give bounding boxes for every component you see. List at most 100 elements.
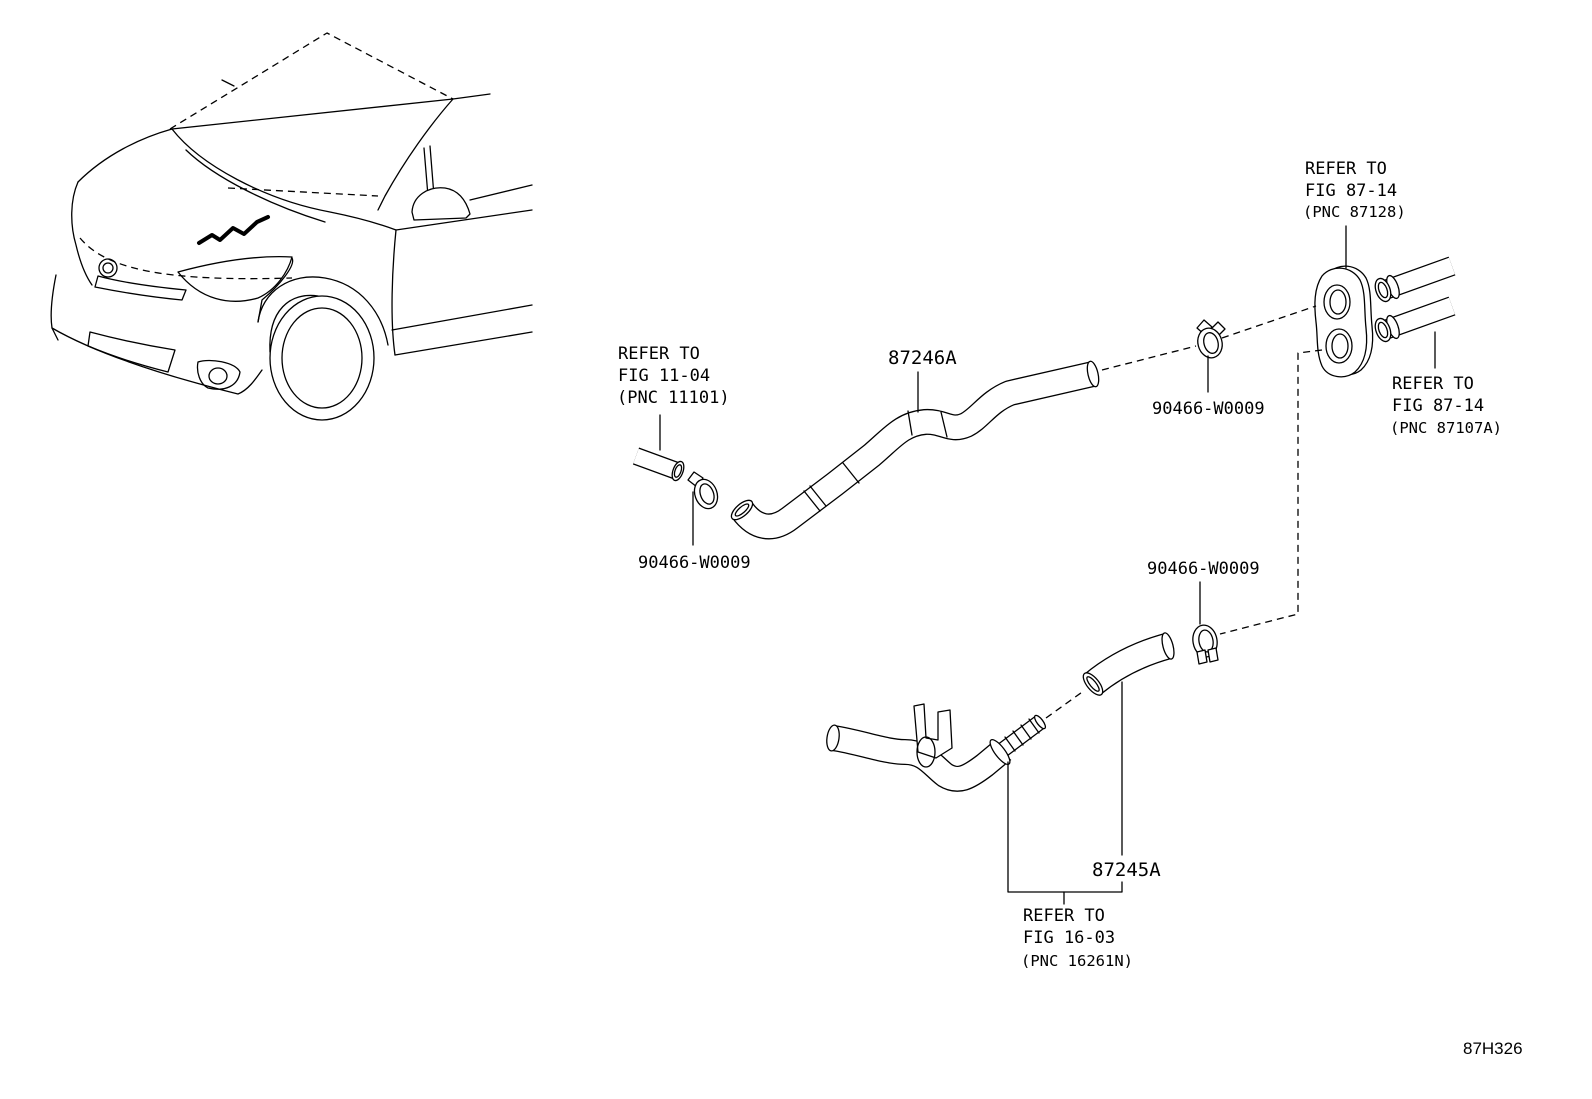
grommet-lower-bore <box>1331 333 1349 359</box>
quick-connector-collar <box>989 738 1011 766</box>
callout-valve-ref: REFER TO FIG 16-03 (PNC 16261N) <box>1021 906 1133 970</box>
bracket-clip-ring <box>916 736 936 768</box>
heater-pipe-lower-bore <box>1377 321 1389 339</box>
hose-band <box>809 485 827 507</box>
clamp-top-bore <box>1203 332 1219 354</box>
antenna-mark <box>221 79 235 87</box>
hose-87246a <box>730 360 1100 540</box>
emblem-inner <box>102 262 114 274</box>
body-crease-line <box>395 209 533 231</box>
assembly-line <box>1221 305 1317 339</box>
clamp-lower <box>1192 624 1219 665</box>
water-valve-hose-assembly <box>826 703 1047 792</box>
grommet-ref-line2: FIG 87-14 <box>1305 181 1397 201</box>
hose-band <box>907 410 913 436</box>
wheel-arch <box>257 276 389 346</box>
hose-87246a-body <box>732 362 1096 539</box>
beltline <box>469 184 533 201</box>
engine-ref-line3: (PNC 11101) <box>617 388 730 408</box>
hose-87245a-body <box>1085 634 1172 694</box>
lower-intake <box>87 331 176 373</box>
a-pillar-line <box>377 98 454 211</box>
part-number-clamp-top: 90466-W0009 <box>1152 399 1265 419</box>
grommet-ref-line1: REFER TO <box>1305 159 1387 179</box>
part-number-hose-upper: 87246A <box>888 347 957 369</box>
pipe-ref-line2: FIG 87-14 <box>1392 396 1484 416</box>
connector-ring <box>1020 724 1032 740</box>
clamp-lower-tab <box>1207 647 1219 663</box>
heater-pipe-upper-bore <box>1377 281 1389 299</box>
engine-ref-line2: FIG 11-04 <box>618 366 710 386</box>
hose-87245a-left-bore <box>1086 676 1100 692</box>
heater-hose-location-icon <box>197 215 270 245</box>
hose-87246a-left-bore <box>734 503 750 517</box>
pillar-trim-line <box>429 145 435 197</box>
callout-pipe-ref: REFER TO FIG 87-14 (PNC 87107A) <box>1390 374 1502 437</box>
grommet-ref-line3: (PNC 87128) <box>1303 203 1406 221</box>
connector-ring <box>1004 736 1016 752</box>
vehicle-locator-illustration <box>50 32 533 421</box>
headlight <box>177 256 293 302</box>
part-number-hose-lower: 87245A <box>1092 859 1161 881</box>
hose-band <box>842 462 860 484</box>
assembly-line <box>1045 689 1086 719</box>
emblem <box>98 258 118 278</box>
heater-unit-pipes <box>1374 256 1456 343</box>
hose-band <box>940 411 948 438</box>
engine-pipe-bore <box>673 464 683 478</box>
clamp-left <box>687 471 719 510</box>
wheel-rim <box>281 307 363 409</box>
quick-connector-end <box>1033 714 1047 730</box>
roof-hidden-line <box>169 32 454 130</box>
hose-87245a-right-end <box>1161 632 1175 660</box>
callout-engine-ref: REFER TO FIG 11-04 (PNC 11101) <box>617 344 730 408</box>
engine-pipe-body <box>633 448 680 479</box>
connector-ring <box>1012 730 1024 746</box>
front-fascia-edge <box>71 181 93 286</box>
heater-pipe-grommet <box>1314 265 1374 378</box>
assembly-lines <box>1045 305 1323 719</box>
part-number-clamp-left: 90466-W0009 <box>638 553 751 573</box>
cowl-hidden-line <box>227 187 379 197</box>
valve-ref-line1: REFER TO <box>1023 906 1105 926</box>
callout-grommet-ref: REFER TO FIG 87-14 (PNC 87128) <box>1303 159 1406 221</box>
leader-lines <box>659 225 1436 905</box>
clamp-top <box>1196 319 1226 359</box>
side-mirror <box>411 187 471 221</box>
door-front-edge <box>391 229 397 356</box>
part-number-clamp-lower: 90466-W0009 <box>1147 559 1260 579</box>
assembly-line <box>1101 345 1197 371</box>
leader-valve-bracket <box>1007 761 1123 893</box>
pipe-ref-line1: REFER TO <box>1392 374 1474 394</box>
front-bumper <box>50 274 263 395</box>
clamp-lower-tab <box>1196 649 1208 665</box>
tire-sidewall <box>269 294 319 353</box>
door-lower-line <box>391 304 533 331</box>
clamp-left-bore <box>699 483 715 505</box>
hood-crease-line <box>185 149 326 223</box>
bumper-corner <box>51 327 59 341</box>
engine-outlet-pipe <box>632 447 685 482</box>
hood-hidden-line <box>79 237 293 280</box>
fender-line <box>257 257 294 323</box>
fog-light <box>208 367 228 385</box>
valve-ref-line2: FIG 16-03 <box>1023 928 1115 948</box>
hose-87245a <box>1082 632 1175 696</box>
valve-hose-left-end <box>826 724 840 752</box>
rocker-line <box>394 331 533 356</box>
grommet-upper-bore <box>1329 289 1347 315</box>
pipe-ref-line3: (PNC 87107A) <box>1390 419 1502 437</box>
hose-band <box>803 490 821 512</box>
upper-grille <box>94 275 187 301</box>
assembly-line <box>1219 349 1323 635</box>
figure-code: 87H326 <box>1463 1039 1523 1058</box>
valve-ref-line3: (PNC 16261N) <box>1021 952 1133 970</box>
hose-mounting-bracket <box>913 703 953 759</box>
valve-hose-body <box>831 726 1011 791</box>
hose-87246a-right-end <box>1086 360 1100 388</box>
tire <box>269 295 375 421</box>
engine-ref-line1: REFER TO <box>618 344 700 364</box>
connector-ring <box>1028 718 1040 734</box>
fog-light-bezel <box>196 359 241 390</box>
